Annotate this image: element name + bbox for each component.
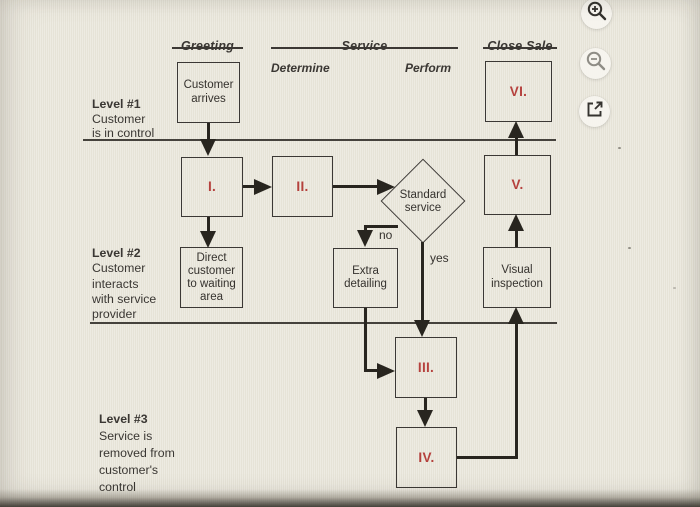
arrow-i-to-ii-head [254,179,272,195]
node-customer-arrives: Customer arrives [177,62,240,123]
arrow-no-vline [364,225,367,234]
node-step-vi: VI. [485,61,552,122]
zoom-out-button[interactable] [580,48,611,79]
phase-greeting: Greeting [181,39,234,53]
subphase-determine: Determine [271,61,330,75]
arrow-i-to-directcustomer-line [207,217,210,233]
node-step-iii: III. [395,337,457,398]
node-extra-detailing: Extra detailing [333,248,398,308]
node-step-v: V. [484,155,551,215]
arrow-i-to-ii-line [243,185,257,188]
arrow-ii-to-decision-head [377,179,395,195]
level1-title: Level #1 [92,97,141,111]
level1-separator-line [83,139,556,141]
open-external-icon [584,99,605,125]
phase-close-sale: Close Sale [487,39,553,53]
node-step-i: I. [181,157,243,217]
arrow-v-to-vi-line [515,137,518,155]
node-step-ii: II. [272,156,333,217]
arrow-yes-line [421,242,424,322]
arrow-customerarrives-to-i-head [200,139,216,156]
arrow-v-to-vi-head [508,121,524,138]
node-step-iv: IV. [396,427,457,488]
arrow-iv-to-visual-vline [515,323,518,459]
phase-service: Service [341,39,388,53]
arrow-iv-to-visual-hline [457,456,518,459]
arrow-yes-head [414,320,430,337]
arrow-extradetailing-to-iii-hline [364,369,380,372]
dust-speck [673,287,676,289]
branch-label-no: no [379,228,393,242]
level2-separator-line [90,322,557,324]
arrow-visual-to-v-line [515,230,518,247]
subphase-perform: Perform [405,61,452,75]
close-sale-strike-line [483,47,557,49]
arrow-extradetailing-to-iii-vline [364,308,367,372]
arrow-extradetailing-to-iii-head [377,363,395,379]
level2-desc: Customer interacts with service provider [92,261,157,322]
level2-title: Level #2 [92,246,141,260]
zoom-out-icon [585,50,607,77]
arrow-visual-to-v-head [508,214,524,231]
dust-speck [618,147,621,149]
level1-label: Level #1 Customer is in control [92,97,204,141]
level2-label: Level #2 Customer interacts with service… [92,246,204,322]
arrow-i-to-directcustomer-head [200,231,216,248]
arrow-iv-to-visual-head [508,307,524,324]
arrow-customerarrives-to-i-line [207,123,210,143]
level3-desc: Service is removed from customer's contr… [99,429,175,494]
zoom-in-icon [586,0,608,27]
zoom-in-button[interactable] [581,0,612,29]
node-direct-customer: Direct customer to waiting area [180,247,243,308]
open-external-button[interactable] [579,96,610,127]
dust-speck [628,247,631,249]
branch-label-yes: yes [430,251,449,265]
decision-standard-service-label: Standard service [399,188,447,215]
service-strike-line [271,47,458,49]
level1-desc: Customer is in control [92,111,155,141]
greeting-strike-line [172,47,243,49]
arrow-iii-to-iv-line [424,398,427,412]
arrow-ii-to-decision-line [333,185,379,188]
level3-title: Level #3 [99,412,148,426]
arrow-no-hline [365,225,398,228]
level3-label: Level #3 Service is removed from custome… [99,411,211,496]
node-visual-inspection: Visual inspection [483,247,551,308]
arrow-no-head [357,230,373,247]
arrow-iii-to-iv-head [417,410,433,427]
